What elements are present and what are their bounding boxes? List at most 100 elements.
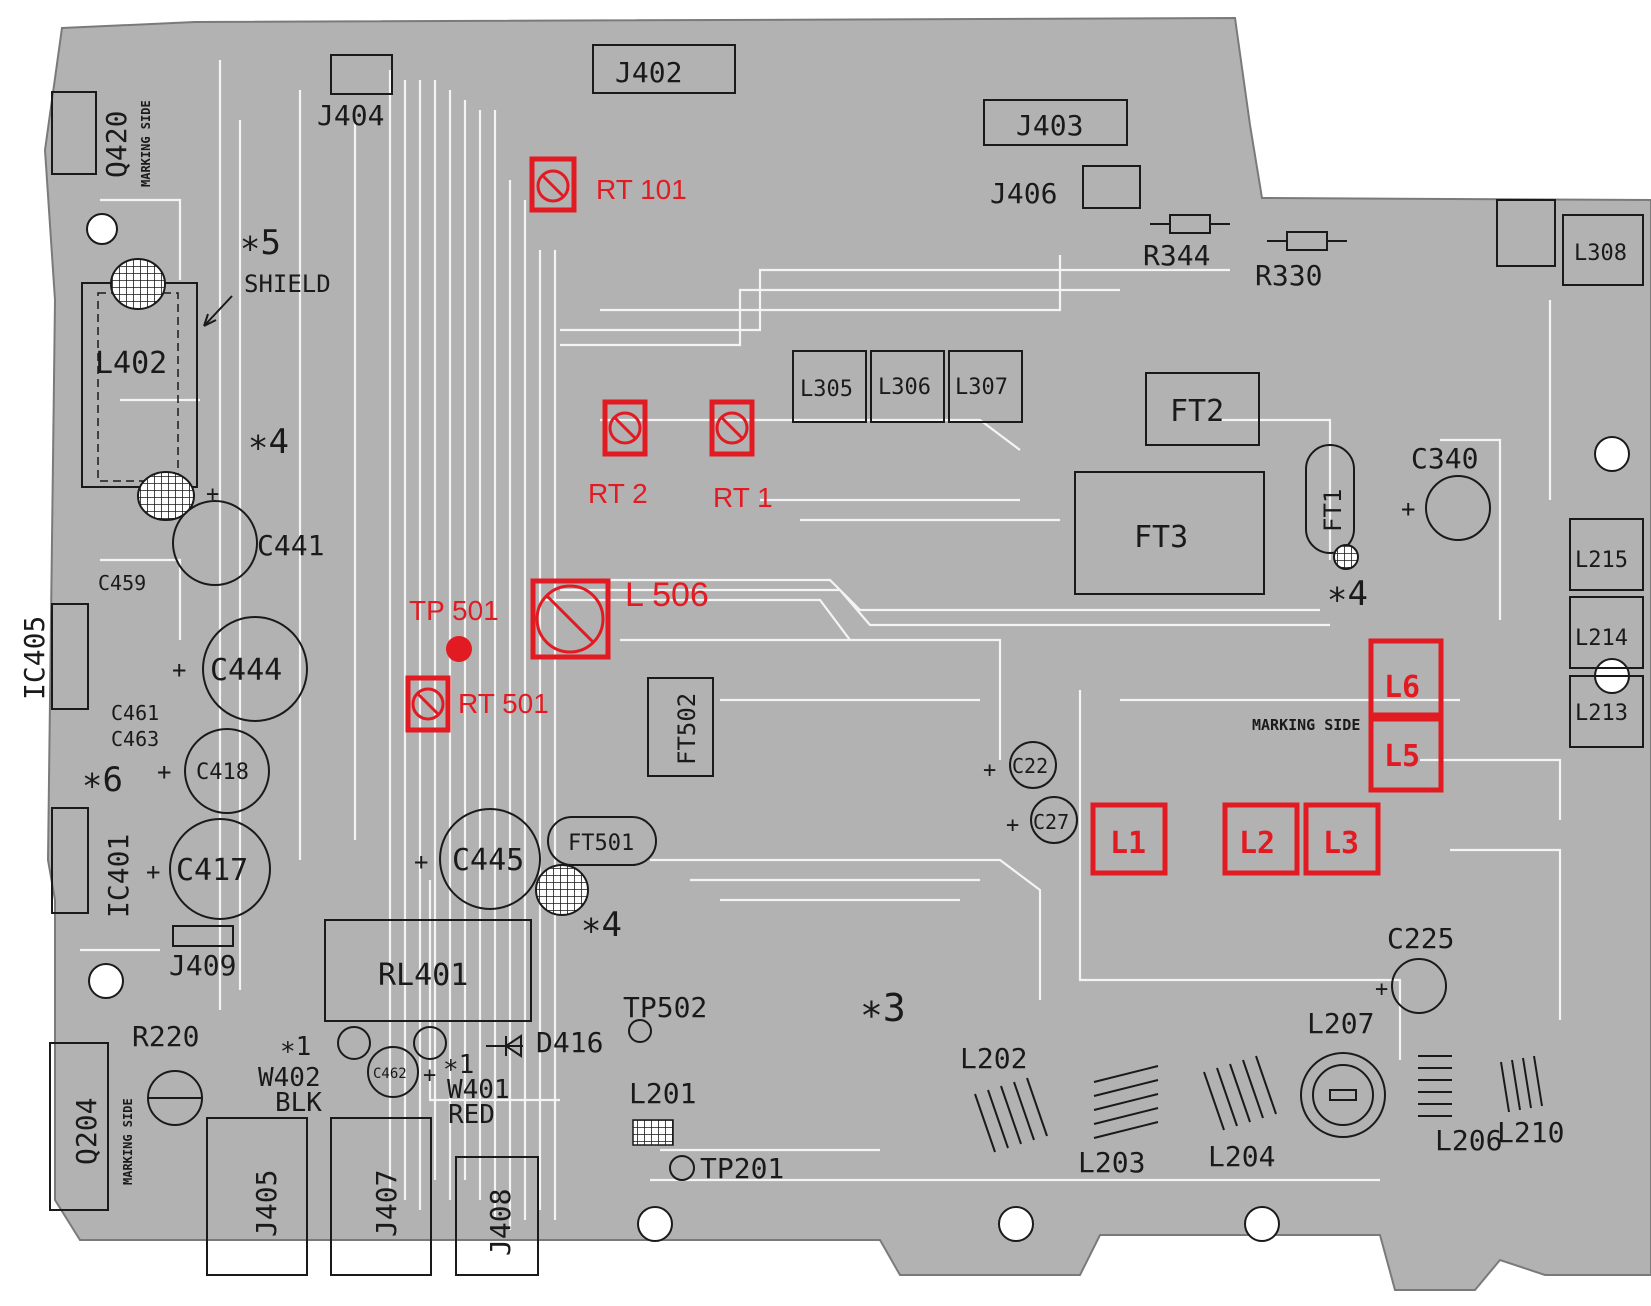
j403-outline	[983, 99, 1128, 146]
l308-outline	[1562, 214, 1644, 286]
l201-body	[632, 1119, 674, 1146]
l215-label: L215	[1575, 548, 1628, 573]
l210-label: L210	[1497, 1116, 1564, 1149]
j408-label: J408	[484, 1189, 517, 1256]
c225-plus: +	[1375, 977, 1388, 1002]
j404-label: J404	[317, 99, 384, 132]
w402-pad	[337, 1026, 371, 1060]
l2-box	[1222, 802, 1300, 876]
j407-outline	[330, 1117, 432, 1276]
c445-label: C445	[452, 843, 524, 878]
ft1-ground-tab	[1333, 544, 1359, 570]
l213-label: L213	[1575, 701, 1628, 726]
j406-label: J406	[990, 177, 1057, 210]
rt501-label: RT 501	[458, 688, 549, 719]
l210-coil	[1500, 1055, 1543, 1113]
l5-label: L5	[1384, 739, 1420, 774]
j409-label: J409	[169, 949, 236, 982]
rt2-dial	[608, 411, 642, 445]
rt1-box	[709, 399, 755, 457]
ic405-label: IC405	[18, 616, 51, 700]
rt2-box	[602, 399, 648, 457]
rt101-label: RT 101	[596, 174, 687, 205]
l306-outline	[870, 350, 945, 423]
ft501-outline	[547, 816, 657, 866]
l207-slot	[1329, 1089, 1357, 1101]
l402-label: L402	[95, 346, 167, 381]
ft3-label: FT3	[1134, 520, 1188, 555]
l204-label: L204	[1208, 1140, 1275, 1173]
note-star5: ∗5	[240, 223, 281, 263]
c22-outline	[1009, 741, 1057, 789]
d416-label: D416	[536, 1026, 603, 1059]
rl401-label: RL401	[378, 958, 468, 993]
q204-body	[49, 1042, 109, 1211]
c441-plus: +	[206, 482, 219, 507]
w401-label: W401	[447, 1075, 510, 1105]
l204-coil	[1203, 1055, 1277, 1131]
ic405-body	[51, 603, 89, 710]
note-star1-b: ∗1	[443, 1050, 474, 1080]
c22-label: C22	[1012, 754, 1048, 778]
ft502-outline	[647, 677, 714, 777]
shield-arrow	[203, 295, 233, 327]
shield-label: SHIELD	[244, 270, 331, 298]
c22-plus: +	[983, 758, 996, 783]
q204-label: Q204	[70, 1098, 103, 1165]
note-star1-a: ∗1	[280, 1032, 311, 1062]
c417-plus: +	[146, 858, 160, 886]
c27-plus: +	[1006, 813, 1019, 838]
c444-outline	[202, 616, 308, 722]
ft2-outline	[1145, 372, 1260, 446]
ft3-outline	[1074, 471, 1265, 595]
shield-tab-top	[110, 258, 166, 310]
l202-coil	[974, 1077, 1048, 1153]
note-star3: ∗3	[860, 986, 906, 1030]
ft2-label: FT2	[1170, 394, 1224, 429]
j407-label: J407	[370, 1170, 403, 1237]
l214-label: L214	[1575, 626, 1628, 651]
rt1-dial	[715, 411, 749, 445]
l506-label: L 506	[625, 576, 709, 614]
note-star4-c: ∗4	[1327, 574, 1368, 614]
r220-label: R220	[132, 1020, 199, 1053]
l1-label: L1	[1110, 826, 1146, 861]
c462-label: C462	[373, 1066, 407, 1082]
l3-label: L3	[1323, 826, 1359, 861]
ft502-label: FT502	[673, 693, 701, 765]
c340-plus: +	[1401, 495, 1415, 523]
l203-coil	[1093, 1065, 1159, 1139]
c418-plus: +	[157, 758, 171, 786]
c418-outline	[184, 728, 270, 814]
tp501-label: TP 501	[409, 595, 499, 626]
c441-label: C441	[257, 529, 324, 562]
c225-label: C225	[1387, 922, 1454, 955]
l207-outer	[1300, 1052, 1386, 1138]
d416-symbol	[486, 1034, 523, 1058]
rl401-outline	[324, 919, 532, 1022]
l202-label: L202	[960, 1042, 1027, 1075]
rt1-label: RT 1	[713, 482, 773, 513]
w402-label: W402	[258, 1063, 321, 1093]
l3-box	[1303, 802, 1381, 876]
j402-outline	[592, 44, 736, 94]
c461-label: C461	[111, 701, 159, 725]
rt501-box	[405, 675, 451, 733]
j404-outline	[330, 54, 393, 95]
l206-label: L206	[1435, 1124, 1502, 1157]
c444-label: C444	[210, 653, 282, 688]
c225-outline	[1391, 958, 1447, 1014]
c418-label: C418	[196, 760, 249, 785]
ft1-outline	[1305, 444, 1355, 554]
c445-outline	[439, 808, 541, 910]
l214-outline	[1569, 596, 1644, 669]
c444-plus: +	[172, 656, 186, 684]
l305-label: L305	[800, 377, 853, 402]
j406-outline	[1082, 165, 1141, 209]
w401-pad	[413, 1026, 447, 1060]
tp502-pad	[628, 1019, 652, 1043]
c459-label: C459	[98, 571, 146, 595]
c462-plus: +	[423, 1063, 436, 1088]
w401-color: RED	[448, 1100, 495, 1130]
